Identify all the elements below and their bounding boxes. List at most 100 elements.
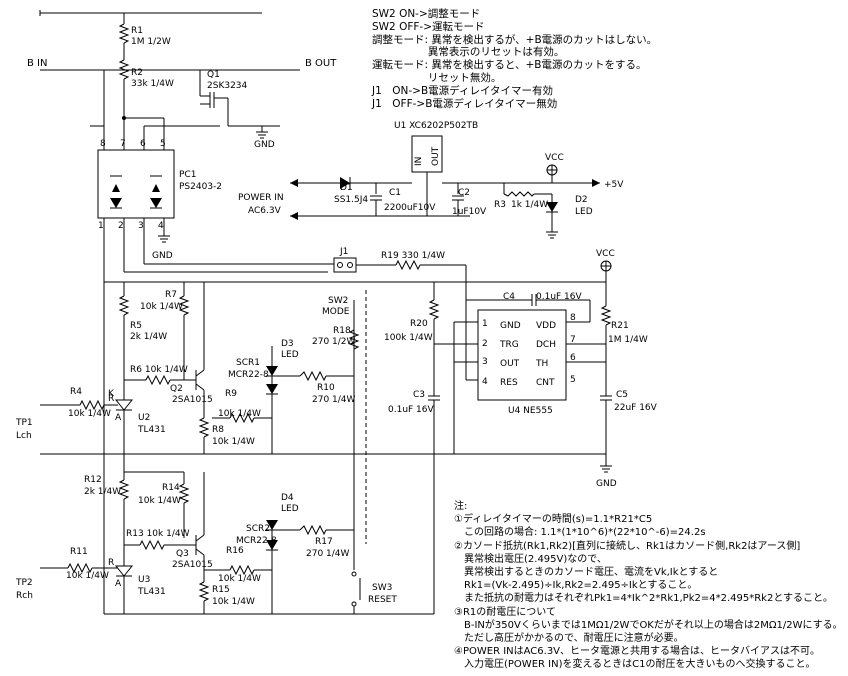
scr2-value: MCR22-8	[236, 536, 277, 546]
u4-gnd: GND	[500, 321, 521, 331]
u1-pin-out: OUT	[431, 146, 441, 166]
pc1-pin8: 8	[100, 139, 106, 149]
note-2: ②カソード抵抗(Rk1,Rk2)[直列に接続し、Rk1はカソード側,Rk2はアー…	[454, 540, 801, 552]
sw2-value: MODE	[322, 307, 350, 317]
r6-label: R6 10k 1/4W	[130, 365, 188, 375]
note-2e: また抵抗の耐電力はそれぞれPk1=4*Ik^2*Rk1,Pk2=4*2.495*…	[454, 593, 834, 605]
r1-value: 1M 1/2W	[131, 37, 171, 47]
r11-label: R11	[70, 547, 88, 557]
top-section	[39, 10, 300, 150]
u2-value: TL431	[137, 425, 166, 435]
c2-label: C2	[458, 188, 470, 198]
pc1-pin3: 3	[138, 221, 144, 231]
gnd-label-pc1: GND	[152, 251, 173, 261]
sw3-value: RESET	[368, 595, 397, 605]
r5-value: 2k 1/4W	[130, 332, 167, 342]
d1-label: D1	[340, 183, 353, 193]
note-2b: 異常検出電圧(2.495V)なので、	[454, 553, 607, 565]
u1-pin-in: IN	[414, 157, 424, 166]
note-3c: ただし高圧がかかるので、耐電圧に注意が必要。	[454, 633, 684, 645]
r13-label: R13 10k 1/4W	[126, 529, 190, 539]
r2-label: R2	[131, 68, 143, 78]
r17-value: 270 1/4W	[306, 549, 350, 559]
r12-label: R12	[84, 475, 102, 485]
r19-label: R19 330 1/4W	[381, 251, 445, 261]
notes-block: 注: ①ディレイタイマーの時間(s)=1.1*R21*C5 この回路の場合: 1…	[454, 500, 844, 672]
d2-value: LED	[575, 207, 593, 217]
d1-value: SS1.5J4	[334, 195, 368, 205]
mode-line-8: J1 OFF->B電源ディレイタイマー無効	[372, 97, 558, 110]
r16-label: R16	[226, 546, 244, 556]
q3-value: 2SA1015	[172, 560, 213, 570]
pc1-label: PC1	[179, 170, 196, 180]
mode-line-3: 調整モード: 異常を検出するが、+B電源のカットはしない。	[372, 33, 658, 46]
c3-label: C3	[413, 390, 425, 400]
pc1-pin5: 5	[160, 139, 166, 149]
note-4: ④POWER INはAC6.3V、ヒータ電源と共用する場合は、ヒータバイアスは不…	[454, 646, 821, 658]
mode-line-4: 異常表示のリセットは有効。	[372, 46, 565, 59]
pc1-pin4: 4	[158, 221, 164, 231]
r4-value: 10k 1/4W	[68, 409, 111, 419]
r12-value: 2k 1/4W	[84, 487, 121, 497]
rch-detector	[40, 282, 435, 615]
r21-label: R21	[611, 321, 629, 331]
q1-label: Q1	[207, 70, 220, 80]
r11-value: 10k 1/4W	[66, 571, 109, 581]
notes-title: 注:	[454, 501, 468, 512]
r1-label: R1	[131, 26, 143, 36]
u4-out: OUT	[500, 359, 520, 369]
r15-value: 10k 1/4W	[212, 597, 255, 607]
d3-label: D3	[281, 339, 294, 349]
vcc-label-1: VCC	[545, 153, 564, 163]
r14-label: R14	[162, 483, 180, 493]
mode-description: SW2 ON->調整モード SW2 OFF->運転モード 調整モード: 異常を検…	[372, 8, 657, 110]
u2-label: U2	[138, 413, 150, 423]
r2-value: 33k 1/4W	[131, 79, 174, 89]
u4-pin2: 2	[482, 339, 488, 349]
r9-value: 10k 1/4W	[218, 409, 261, 419]
u3-a: A	[115, 579, 122, 589]
r7-label: R7	[165, 290, 177, 300]
sw3-label: SW3	[372, 583, 392, 593]
ac-label: AC6.3V	[248, 206, 282, 216]
mode-line-7: J1 ON->B電源ディレイタイマー有効	[372, 84, 554, 97]
r20-label: R20	[410, 319, 428, 329]
u2-ref-r: R	[108, 394, 114, 404]
timer-section	[104, 257, 612, 473]
u4-pin8: 8	[570, 313, 576, 323]
note-3b: B-INが350Vくらいまでは1MΩ1/2WでOKだがそれ以上の場合は2MΩ1/…	[454, 619, 843, 631]
c5-value: 22uF 16V	[614, 403, 658, 413]
u3-ref-r: R	[108, 558, 114, 568]
scr1-label: SCR1	[236, 358, 260, 368]
plus5v-label: +5V	[604, 180, 624, 190]
note-4b: 入力電圧(POWER IN)を変えるときはC1の耐圧を大きいものへ交換すること。	[454, 659, 816, 671]
tp1-label: TP1	[15, 418, 33, 428]
r21-value: 1M 1/4W	[608, 335, 648, 345]
c3-value: 0.1uF 16V	[388, 405, 435, 415]
lch-detector	[40, 282, 606, 455]
r7-value: 10k 1/4W	[140, 302, 183, 312]
r9-label: R9	[225, 389, 237, 399]
q3-label: Q3	[176, 549, 189, 559]
q2-label: Q2	[170, 384, 183, 394]
u4-pin5: 5	[570, 375, 576, 385]
pc1-pin7: 7	[120, 139, 126, 149]
r17-label: R17	[315, 537, 333, 547]
u2-k: K	[108, 389, 115, 399]
power-supply	[290, 135, 600, 239]
c1-value: 2200uF10V	[384, 203, 436, 213]
c4-label: C4	[503, 292, 515, 302]
d3-value: LED	[281, 350, 299, 360]
tp2-label: TP2	[15, 578, 33, 588]
vcc-label-2: VCC	[596, 249, 615, 259]
u4-res: RES	[500, 378, 518, 388]
mode-line-6: リセット無効。	[372, 71, 502, 84]
r3-value: 1k 1/4W	[511, 200, 548, 210]
c2-value: 1uF10V	[452, 207, 487, 217]
u4-pin4: 4	[482, 377, 488, 387]
j1-label: J1	[339, 247, 348, 257]
b-out-label: B OUT	[305, 58, 337, 69]
note-2d: Rk1=(Vk-2.495)÷Ik,Rk2=2.495÷Ikとすること。	[454, 580, 698, 592]
u4-pin7: 7	[570, 335, 576, 345]
